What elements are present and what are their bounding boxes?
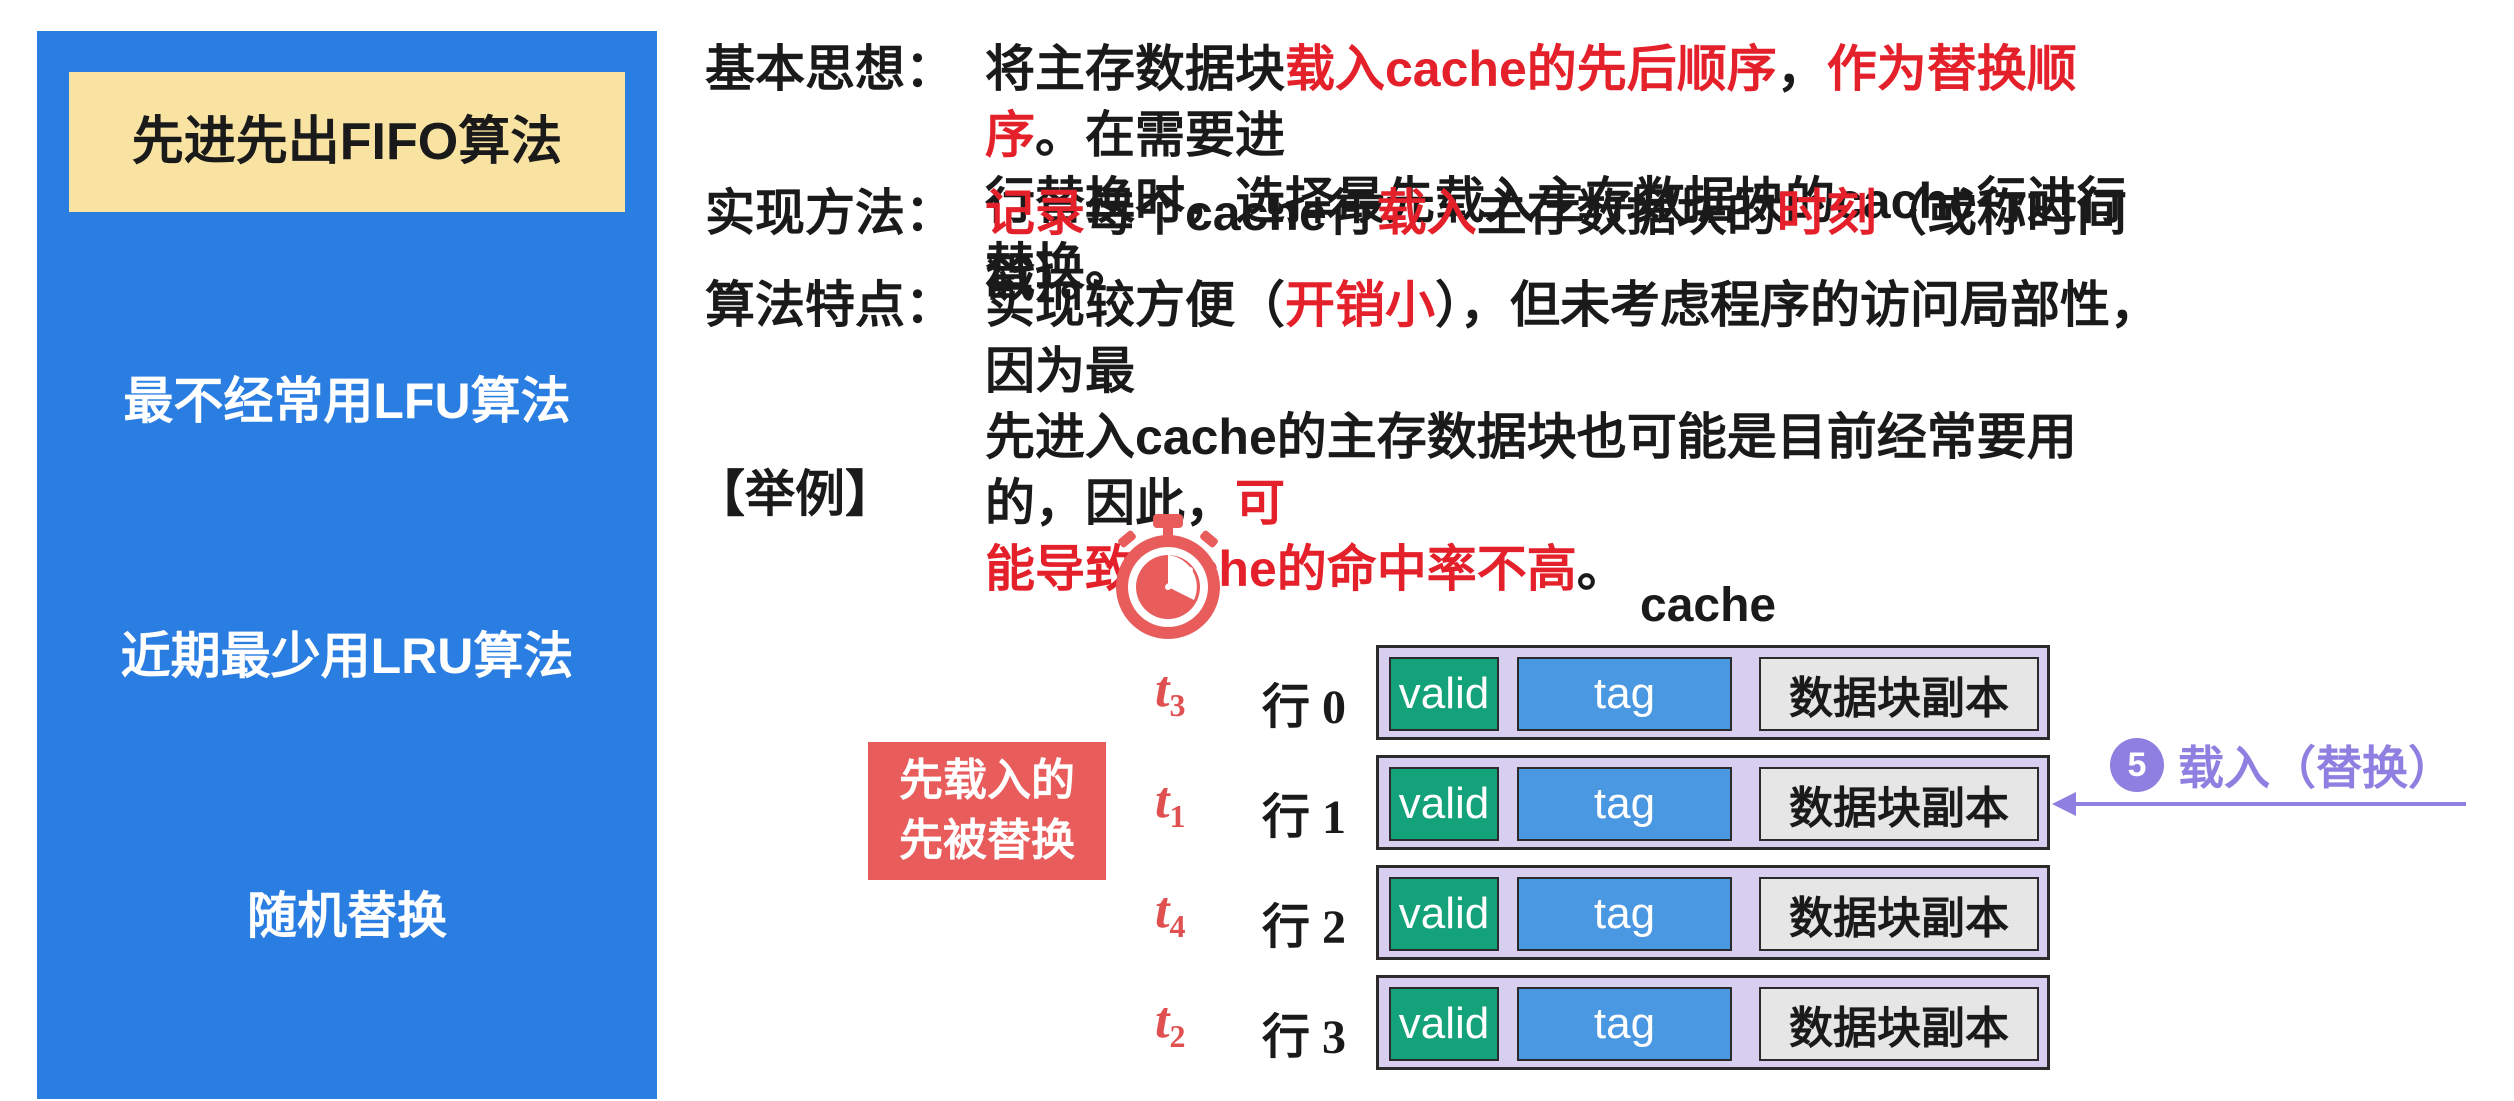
highlight-text: 时刻 <box>1776 185 1877 241</box>
features-line-3: 能导致cache的命中率不高。 <box>985 536 2170 602</box>
replace-arrow-head <box>2052 792 2076 816</box>
row-label-3: 行 3 <box>1262 1011 1347 1064</box>
sidebar-item-lfu[interactable]: 最不经常用LFU算法 <box>123 373 571 429</box>
features-line-1: 实现较方便（开销小），但未考虑程序的访问局部性，因为最 <box>985 272 2170 404</box>
row-label-1: 行 1 <box>1262 791 1347 844</box>
cache-line-0: valid tag 数据块副本 <box>1376 645 2050 740</box>
basic-idea-label: 基本思想： <box>705 41 955 97</box>
highlight-text: 可 <box>1235 475 1285 531</box>
text-run: 。在需要进 <box>1035 107 1285 163</box>
basic-idea-line-2: 行替换时，选择最先载入主存数据块的cache行进行替换。 <box>985 173 2127 295</box>
data-block-copy: 数据块副本 <box>1759 657 2039 731</box>
row-label-0: 行 0 <box>1262 681 1347 734</box>
data-block-copy: 数据块副本 <box>1759 987 2039 1061</box>
text-run: ， <box>1776 41 1827 97</box>
sidebar-item-random[interactable]: 随机替换 <box>247 888 447 944</box>
stopwatch-icon <box>1116 514 1220 639</box>
text-run: 将主存数据块 <box>985 41 1285 97</box>
time-label-row-1: t1 <box>1155 772 1186 834</box>
step-number-badge: 5 <box>2110 738 2164 792</box>
row-label-2: 行 2 <box>1262 901 1347 954</box>
basic-idea-line-1: 将主存数据块载入cache的先后顺序，作为替换顺序。在需要进 <box>985 36 2170 168</box>
text-run: （或称时间戳）。 <box>985 185 2127 307</box>
cache-line-1: valid tag 数据块副本 <box>1376 755 2050 850</box>
time-label-row-2: t4 <box>1155 882 1186 944</box>
highlight-text: 能导致cache的命中率不高 <box>985 541 1577 597</box>
text-run: ），但未考虑程序的访问局部性，因为最 <box>985 277 2160 399</box>
text-run: 。 <box>1576 541 1627 597</box>
highlight-text: 载入 <box>1376 185 1477 241</box>
method-line: 记录每个cache行载入主存数据块的时刻（或称时间戳）。 <box>985 180 2170 312</box>
highlight-text: 记录 <box>985 185 1085 241</box>
replace-arrow-line <box>2074 802 2466 806</box>
text-run: 每个cache行 <box>1085 185 1377 241</box>
highlight-text: 开销小 <box>1285 277 1435 333</box>
cache-line-3: valid tag 数据块副本 <box>1376 975 2050 1070</box>
tag-field: tag <box>1517 657 1732 731</box>
text-run: 先进入cache的主存数据块也可能是目前经常要用的，因此， <box>985 409 2077 531</box>
tag-field: tag <box>1517 987 1732 1061</box>
data-block-copy: 数据块副本 <box>1759 767 2039 841</box>
valid-bit: valid <box>1389 657 1499 731</box>
example-label: 【举例】 <box>695 466 895 522</box>
tag-field: tag <box>1517 877 1732 951</box>
data-block-copy: 数据块副本 <box>1759 877 2039 951</box>
cache-line-2: valid tag 数据块副本 <box>1376 865 2050 960</box>
method-label: 实现方法： <box>705 185 955 241</box>
features-line-2: 先进入cache的主存数据块也可能是目前经常要用的，因此，可 <box>985 404 2170 536</box>
valid-bit: valid <box>1389 877 1499 951</box>
text-run: 实现较方便（ <box>985 277 1285 333</box>
features-label: 算法特点： <box>705 277 955 333</box>
callout-line: 先被替换 <box>899 816 1075 865</box>
valid-bit: valid <box>1389 987 1499 1061</box>
callout-line: 先载入的 <box>899 756 1075 805</box>
first-in-first-out-callout: 先载入的 先被替换 <box>868 742 1106 880</box>
valid-bit: valid <box>1389 767 1499 841</box>
highlight-text: 载入cache的先后顺序 <box>1285 41 1777 97</box>
sidebar-item-fifo[interactable]: 先进先出FIFO算法 <box>69 72 625 212</box>
time-label-row-0: t3 <box>1155 661 1186 723</box>
highlight-text: 作为替换顺序 <box>985 41 2077 163</box>
load-replace-label: 5 载入（替换） <box>2110 732 2454 798</box>
text-run: 主存数据块的 <box>1476 185 1777 241</box>
load-replace-text: 载入（替换） <box>2178 742 2454 794</box>
time-label-row-3: t2 <box>1155 992 1186 1054</box>
cache-title: cache <box>1640 579 1777 632</box>
tag-field: tag <box>1517 767 1732 841</box>
algorithm-sidebar: 先进先出FIFO算法 最不经常用LFU算法 近期最少用LRU算法 随机替换 <box>37 31 657 1099</box>
sidebar-item-lru[interactable]: 近期最少用LRU算法 <box>120 628 574 684</box>
